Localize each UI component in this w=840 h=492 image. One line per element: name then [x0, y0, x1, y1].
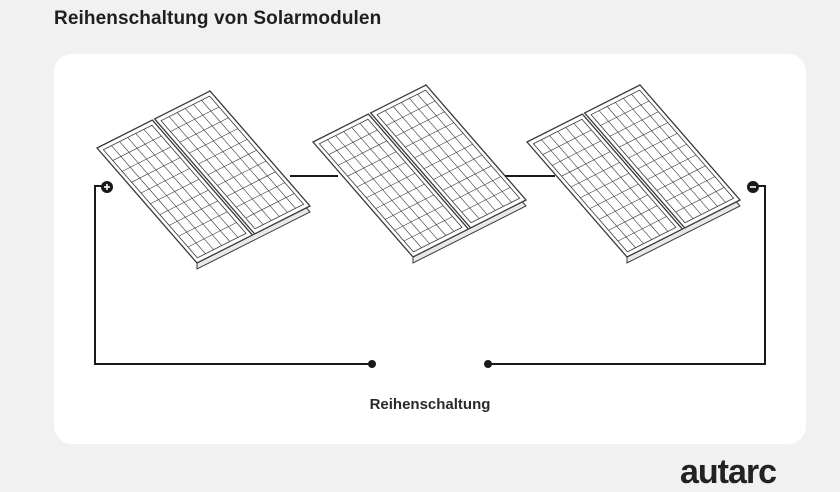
brand-logo: autarc	[680, 453, 777, 491]
diagram-caption: Reihenschaltung	[369, 396, 491, 413]
page-title: Reihenschaltung von Solarmodulen	[54, 8, 382, 29]
switch-contact-right	[484, 360, 492, 368]
solar-panel-1	[95, 89, 312, 270]
positive-terminal	[101, 181, 113, 193]
series-circuit-diagram	[94, 83, 766, 368]
wire-left	[94, 185, 372, 365]
wire-right	[488, 185, 766, 365]
circuit-wires	[94, 175, 766, 365]
switch-contact-left	[368, 360, 376, 368]
solar-panels-layer	[95, 83, 742, 270]
solar-panel-2	[311, 83, 528, 264]
solar-panel-3	[525, 83, 742, 264]
negative-terminal	[747, 181, 759, 193]
